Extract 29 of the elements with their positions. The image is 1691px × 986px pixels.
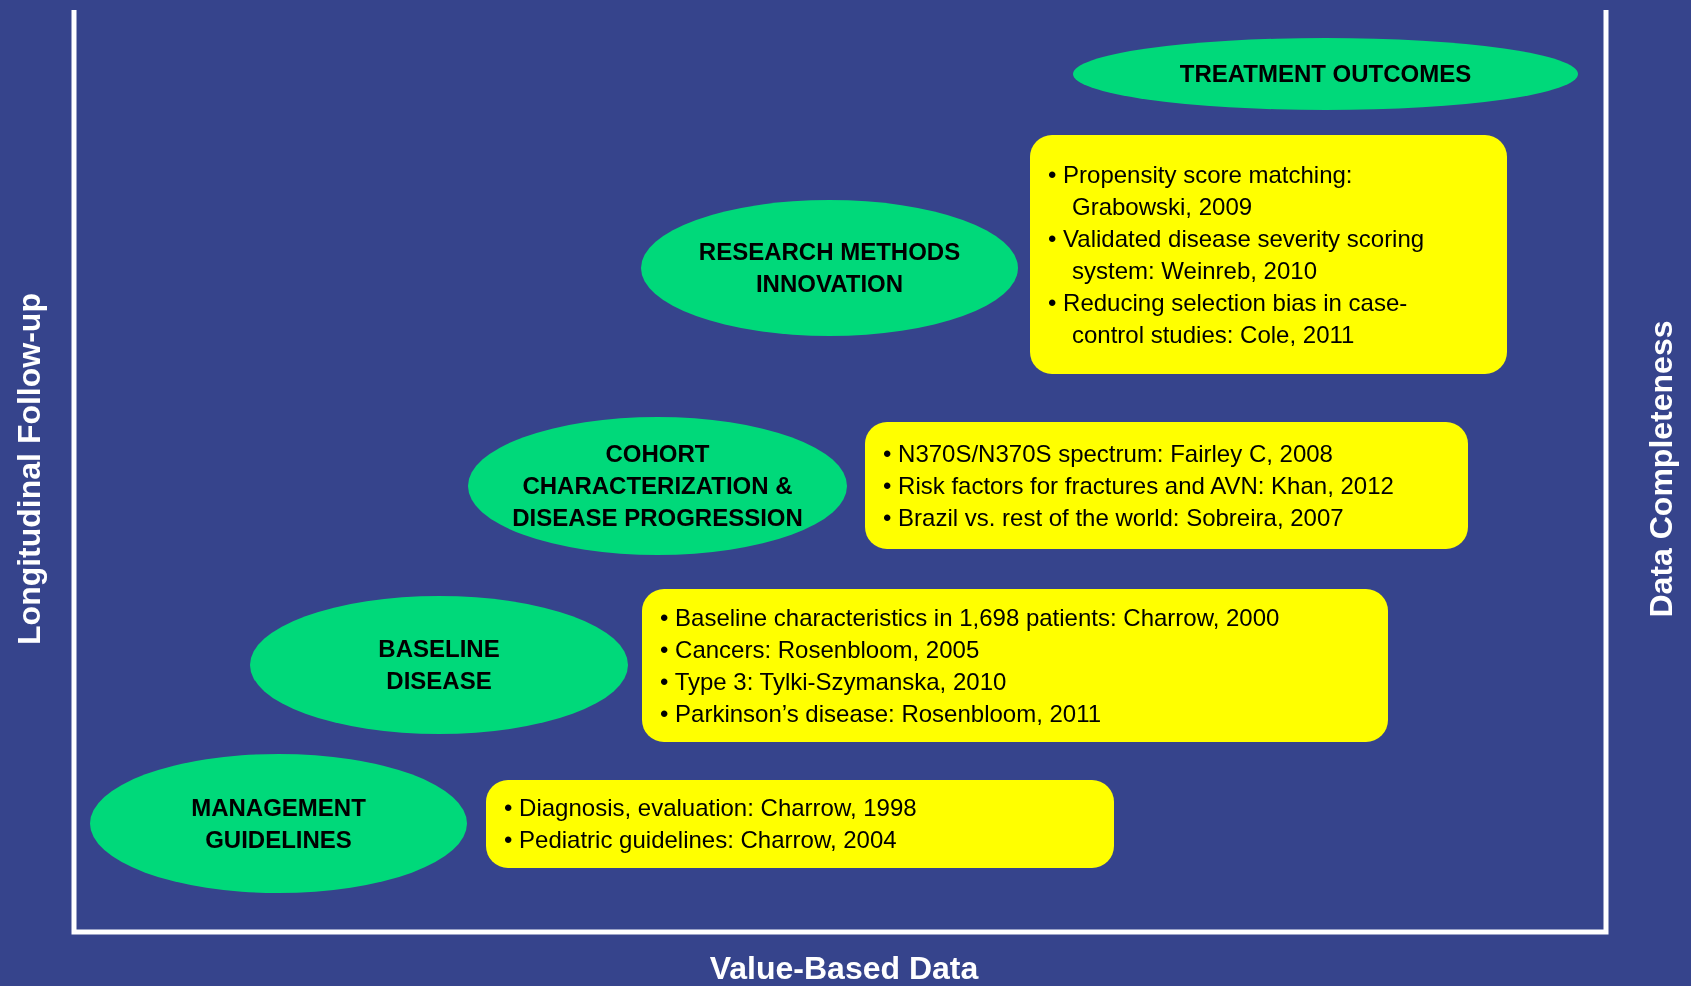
topic-label: TREATMENT OUTCOMES: [1179, 59, 1472, 89]
topic-label: BASELINE DISEASE: [377, 634, 501, 696]
reference-item: • Baseline characteristics in 1,698 patients: Charrow, 2000: [660, 602, 1280, 633]
reference-item: • Cancers: Rosenbloom, 2005: [660, 634, 981, 665]
topic-ellipse: [641, 200, 1018, 336]
reference-item: • Validated disease severity scoring system: Weinreb, 2010: [1048, 223, 1426, 286]
topic-label: MANAGEMENT GUIDELINES: [190, 792, 367, 855]
topic-label: COHORT CHARACTERIZATION & DISEASE PROGRESSION: [511, 439, 804, 533]
reference-item: • Pediatric guidelines: Charrow, 2004: [504, 825, 898, 855]
reference-item: • Type 3: Tylki-Szymanska, 2010: [660, 666, 1008, 697]
reference-box: [865, 422, 1468, 549]
reference-box: [486, 780, 1114, 868]
topic-ellipse: [250, 596, 628, 734]
topic-ellipse: [90, 754, 467, 893]
reference-item: • Parkinson’s disease: Rosenbloom, 2011: [660, 698, 1103, 729]
reference-item: • Risk factors for fractures and AVN: Khan, 2012: [883, 470, 1394, 501]
reference-box: [1030, 135, 1507, 374]
topic-label: RESEARCH METHODS INNOVATION: [697, 237, 962, 299]
axis-title: Data Completeness: [1642, 320, 1680, 618]
topic-ellipse: [1073, 38, 1578, 110]
reference-item: • Reducing selection bias in case-control studies: Cole, 2011: [1048, 287, 1409, 350]
reference-item: • Diagnosis, evaluation: Charrow, 1998: [504, 793, 917, 823]
axis-title: Longitudinal Follow-up: [10, 293, 48, 645]
topic-ellipse: [468, 417, 847, 555]
reference-box: [642, 589, 1388, 742]
reference-item: • Propensity score matching: Grabowski, 2009: [1048, 159, 1354, 222]
reference-item: • N370S/N370S spectrum: Fairley C, 2008: [883, 438, 1334, 469]
reference-item: • Brazil vs. rest of the world: Sobreira, 2007: [883, 502, 1345, 533]
axis-title: Value-Based Data: [709, 949, 979, 986]
